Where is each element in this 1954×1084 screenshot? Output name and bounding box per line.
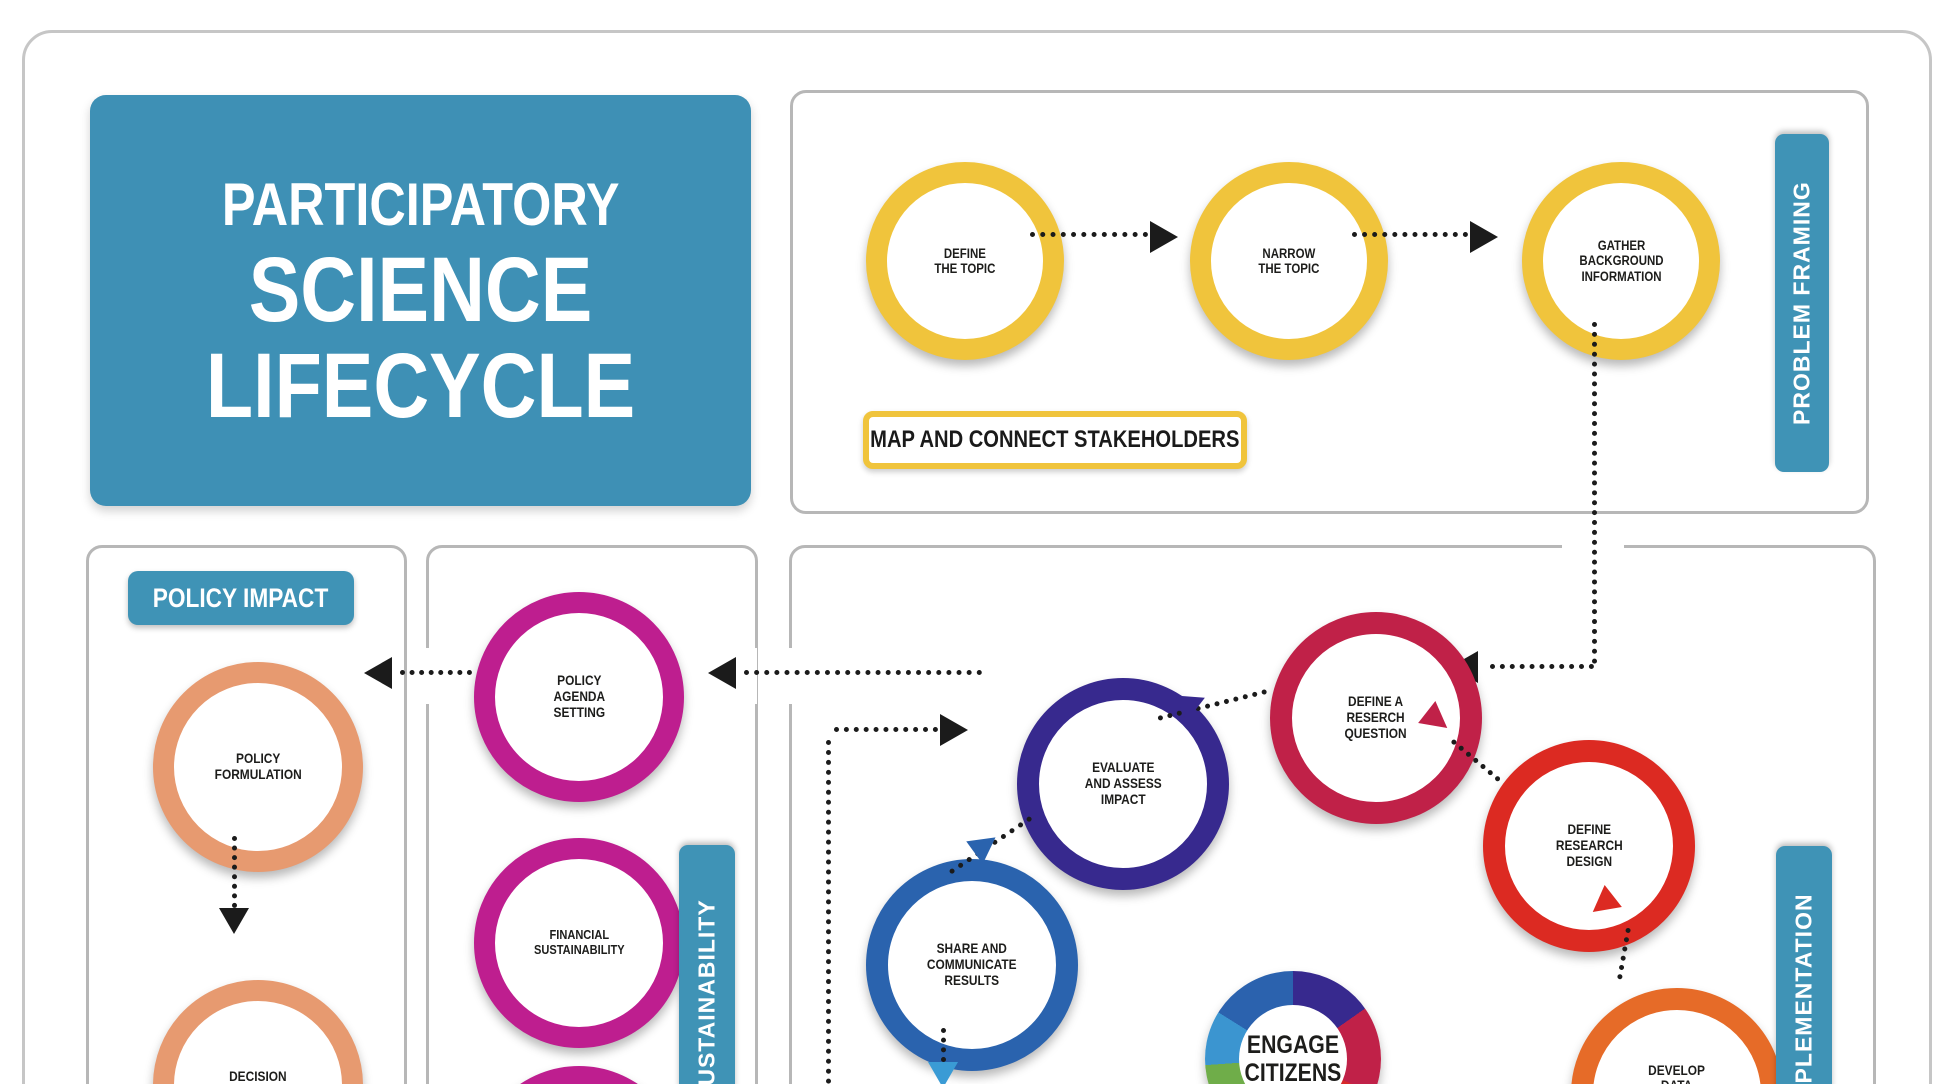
arrowhead-teal-down-icon [928,1062,958,1084]
title-line-3: LIFECYCLE [205,334,636,437]
tab-implementation: IMPLEMENTATION [1776,846,1832,1084]
node-gather-background-information: GATHER BACKGROUND INFORMATION [1522,162,1720,360]
tab-sustainability: SUSTAINABILITY [679,845,735,1084]
arrowhead-right-icon [1150,221,1178,253]
arrowhead-left-icon [708,657,736,689]
policy-impact-badge: POLICY IMPACT [128,571,354,625]
connector-dotted [834,727,938,732]
node-policy-formulation: POLICY FORMULATION [153,662,363,872]
outer-frame [22,30,1932,1084]
connector-dotted [941,1028,946,1062]
node-evaluate-and-assess-impact: EVALUATE AND ASSESS IMPACT [1017,678,1229,890]
node-narrow-the-topic: NARROW THE TOPIC [1190,162,1388,360]
node-define-the-topic: DEFINE THE TOPIC [866,162,1064,360]
border-gap [743,648,757,704]
arrowhead-right-icon [940,714,968,746]
stakeholders-pill: MAP AND CONNECT STAKEHOLDERS [863,411,1247,469]
connector-dotted [1030,232,1148,237]
arrowhead-right-icon [1470,221,1498,253]
engage-citizens-center: ENGAGE CITIZENS [1239,1005,1347,1084]
arrowhead-down-icon [219,908,249,934]
border-gap [419,648,435,704]
border-gap [388,648,404,704]
title-line-1: PARTICIPATORY [221,170,620,238]
tab-problem-framing: PROBLEM FRAMING [1775,134,1829,472]
node-financial-sustainability: FINANCIAL SUSTAINABILITY [474,838,684,1048]
node-define-research-design: DEFINE RESEARCH DESIGN [1483,740,1695,952]
connector-dotted [400,670,472,675]
border-gap [782,648,796,704]
connector-dotted [1352,232,1468,237]
arrowhead-left-icon [364,657,392,689]
node-policy-agenda-setting: POLICY AGENDA SETTING [474,592,684,802]
node-share-and-communicate-results: SHARE AND COMMUNICATE RESULTS [866,859,1078,1071]
connector-dotted [826,740,831,1084]
connector-dotted [232,836,237,908]
connector-dotted [1490,664,1594,669]
title-block: PARTICIPATORY SCIENCE LIFECYCLE [90,95,751,506]
connector-dotted [1592,322,1597,664]
title-line-2: SCIENCE [248,238,593,341]
connector-dotted [744,670,982,675]
